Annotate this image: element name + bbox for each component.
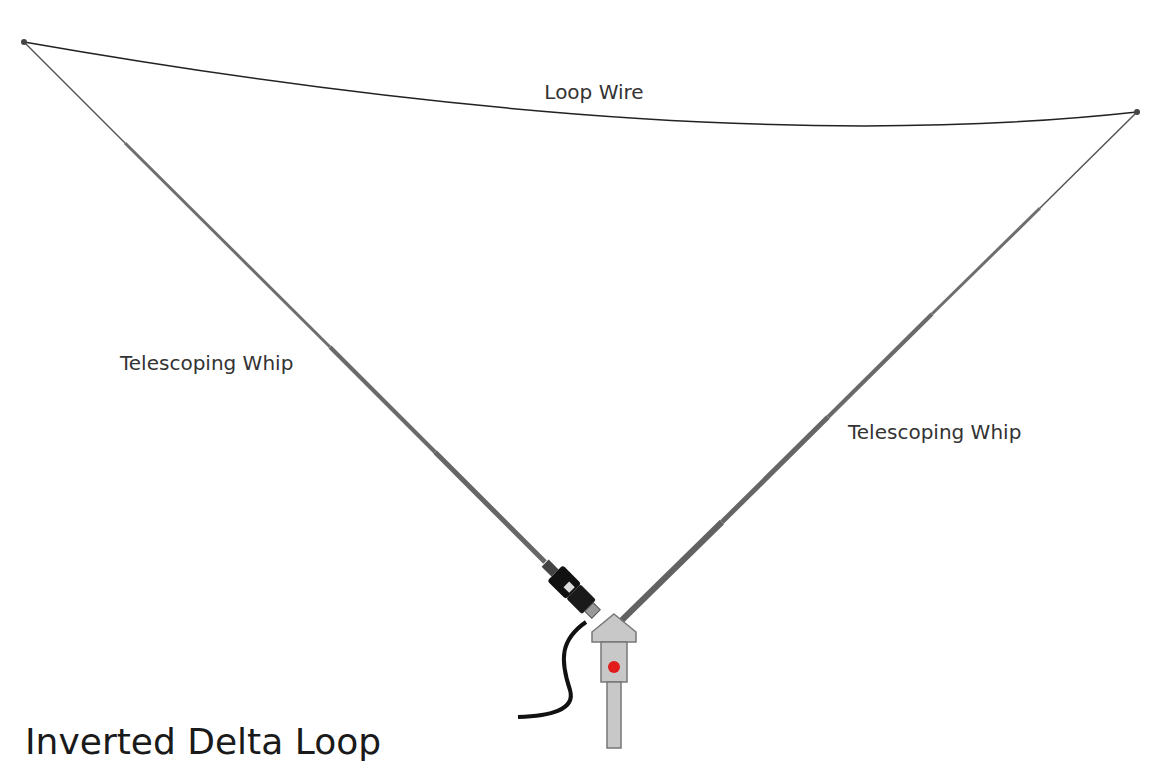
loop-wire bbox=[24, 42, 1137, 126]
whip-label: Telescoping Whip bbox=[848, 420, 1021, 444]
wire-label: Loop Wire bbox=[544, 80, 643, 104]
bnc-connector bbox=[537, 555, 603, 621]
right-whip bbox=[620, 112, 1137, 622]
coax-cable bbox=[518, 622, 586, 717]
diagram-caption: Inverted Delta Loop bbox=[25, 720, 381, 763]
left-whip bbox=[24, 42, 545, 562]
whip-mount bbox=[592, 614, 636, 748]
whip-label: Telescoping Whip bbox=[120, 351, 293, 375]
